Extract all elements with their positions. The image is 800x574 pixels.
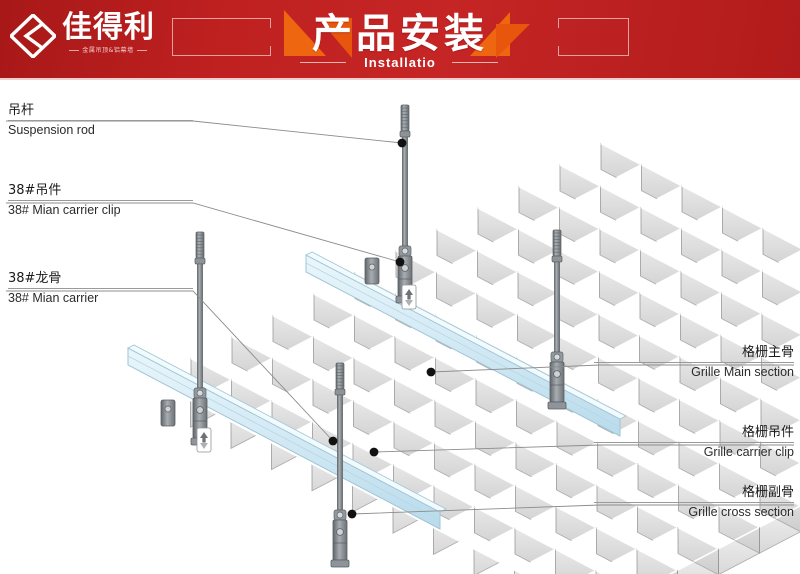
leader-suspension-rod-marker xyxy=(397,138,407,148)
grid-cell-opening xyxy=(760,463,800,506)
blade-top-cap xyxy=(718,526,760,550)
brand-name-cn: 佳得利 xyxy=(62,10,155,45)
label-grille-main-section: 格栅主骨 Grille Main section xyxy=(594,344,794,381)
label-main-carrier-clip-en: 38# Mian carrier clip xyxy=(8,203,121,217)
blade-top-cap xyxy=(600,142,642,166)
main-carrier-clip-right xyxy=(547,351,567,410)
suspension-rod-top xyxy=(399,104,411,247)
blade-top-cap xyxy=(514,527,556,551)
label-grille-main-section-cn: 格栅主骨 xyxy=(741,345,794,360)
leader-grille-cross-section xyxy=(351,504,794,515)
leader-main-carrier-marker xyxy=(328,436,338,446)
page-title: 产品安装 xyxy=(312,11,488,57)
label-rule xyxy=(8,120,193,121)
diamond-bracket-logo-icon xyxy=(10,14,56,58)
decorative-triangle-right-inner xyxy=(496,24,530,58)
label-rule xyxy=(594,442,794,443)
label-main-carrier-en: 38# Mian carrier xyxy=(8,291,99,305)
subtitle-rule-right xyxy=(452,62,498,63)
subtitle-rule-left xyxy=(300,62,346,63)
leader-grille-carrier-clip xyxy=(373,444,794,453)
leader-grille-carrier-clip-marker xyxy=(369,447,379,457)
header-banner: 佳得利 金属吊顶&铝幕墙 产品安装 Installatio xyxy=(0,0,800,80)
blade-bottom-edge xyxy=(759,531,800,554)
suspension-rod-right xyxy=(551,229,563,353)
assembly-direction-arrow-top xyxy=(401,284,417,310)
label-rule xyxy=(8,200,193,201)
grid-cell-opening xyxy=(760,421,800,463)
grid-cell-opening xyxy=(762,251,800,291)
leader-main-carrier-clip xyxy=(6,202,401,263)
grille-carrier-clip-left xyxy=(160,399,176,427)
label-main-carrier: 38#龙骨 38# Mian carrier xyxy=(8,270,193,307)
blade-top-cap xyxy=(759,505,800,528)
label-main-carrier-clip-cn: 38#吊件 xyxy=(8,183,62,198)
decorative-bracket-left xyxy=(172,18,271,56)
blade-top-cap xyxy=(677,547,719,571)
label-grille-carrier-clip-en: Grille carrier clip xyxy=(703,445,794,459)
label-grille-main-section-en: Grille Main section xyxy=(691,365,794,379)
assembly-direction-arrow-left xyxy=(196,427,212,453)
blade-top-cap xyxy=(722,206,764,230)
leader-grille-cross-section-marker xyxy=(347,509,357,519)
label-rule xyxy=(8,288,193,289)
label-main-carrier-cn: 38#龙骨 xyxy=(8,271,62,286)
leader-main-carrier-clip-marker xyxy=(395,257,405,267)
blade-bottom-edge xyxy=(719,552,760,574)
label-rule xyxy=(594,502,794,503)
brand-tagline: 金属吊顶&铝幕墙 xyxy=(60,46,156,55)
installation-diagram xyxy=(0,80,800,574)
suspension-rod-bottom xyxy=(334,362,346,511)
label-grille-cross-section-en: Grille cross section xyxy=(688,505,794,519)
brand-logo: 佳得利 金属吊顶&铝幕墙 xyxy=(8,10,158,68)
grid-cell-opening xyxy=(761,336,800,377)
blade-bottom-edge xyxy=(759,510,800,532)
blade-top-cap xyxy=(762,227,800,249)
blade-bottom-edge xyxy=(677,553,718,574)
main-carrier-clip-bottom xyxy=(330,509,350,568)
blade-bottom-edge xyxy=(718,531,760,554)
label-grille-cross-section-cn: 格栅副骨 xyxy=(741,485,794,500)
leader-lines xyxy=(6,120,794,519)
blade-top-cap xyxy=(681,185,723,208)
grid-cell-opening xyxy=(762,293,800,334)
main-carrier-38-upper xyxy=(305,251,627,437)
label-suspension-rod-en: Suspension rod xyxy=(8,123,95,137)
page-subtitle: Installatio xyxy=(364,55,436,70)
suspension-hardware xyxy=(160,104,567,568)
decorative-triangle-left-inner xyxy=(318,18,352,58)
grid-cell-opening xyxy=(761,378,800,420)
label-grille-cross-section: 格栅副骨 Grille cross section xyxy=(594,484,794,521)
grille-carrier-clip-top xyxy=(364,257,380,285)
leader-grille-main-section xyxy=(430,364,794,373)
leader-main-carrier xyxy=(6,290,334,442)
banner-background xyxy=(0,0,800,80)
banner-bottom-divider xyxy=(0,78,800,80)
label-rule xyxy=(594,362,794,363)
decorative-bracket-right xyxy=(558,18,629,56)
label-suspension-rod: 吊杆 Suspension rod xyxy=(8,102,193,139)
leader-grille-main-section-marker xyxy=(426,367,436,377)
leader-suspension-rod xyxy=(6,120,403,144)
label-grille-carrier-clip: 格栅吊件 Grille carrier clip xyxy=(594,424,794,461)
label-main-carrier-clip: 38#吊件 38# Mian carrier clip xyxy=(8,182,193,219)
label-suspension-rod-cn: 吊杆 xyxy=(8,103,35,118)
grid-ceiling-isometric-svg xyxy=(6,104,800,574)
blade-top-cap xyxy=(641,163,683,187)
label-grille-carrier-clip-cn: 格栅吊件 xyxy=(741,425,794,440)
